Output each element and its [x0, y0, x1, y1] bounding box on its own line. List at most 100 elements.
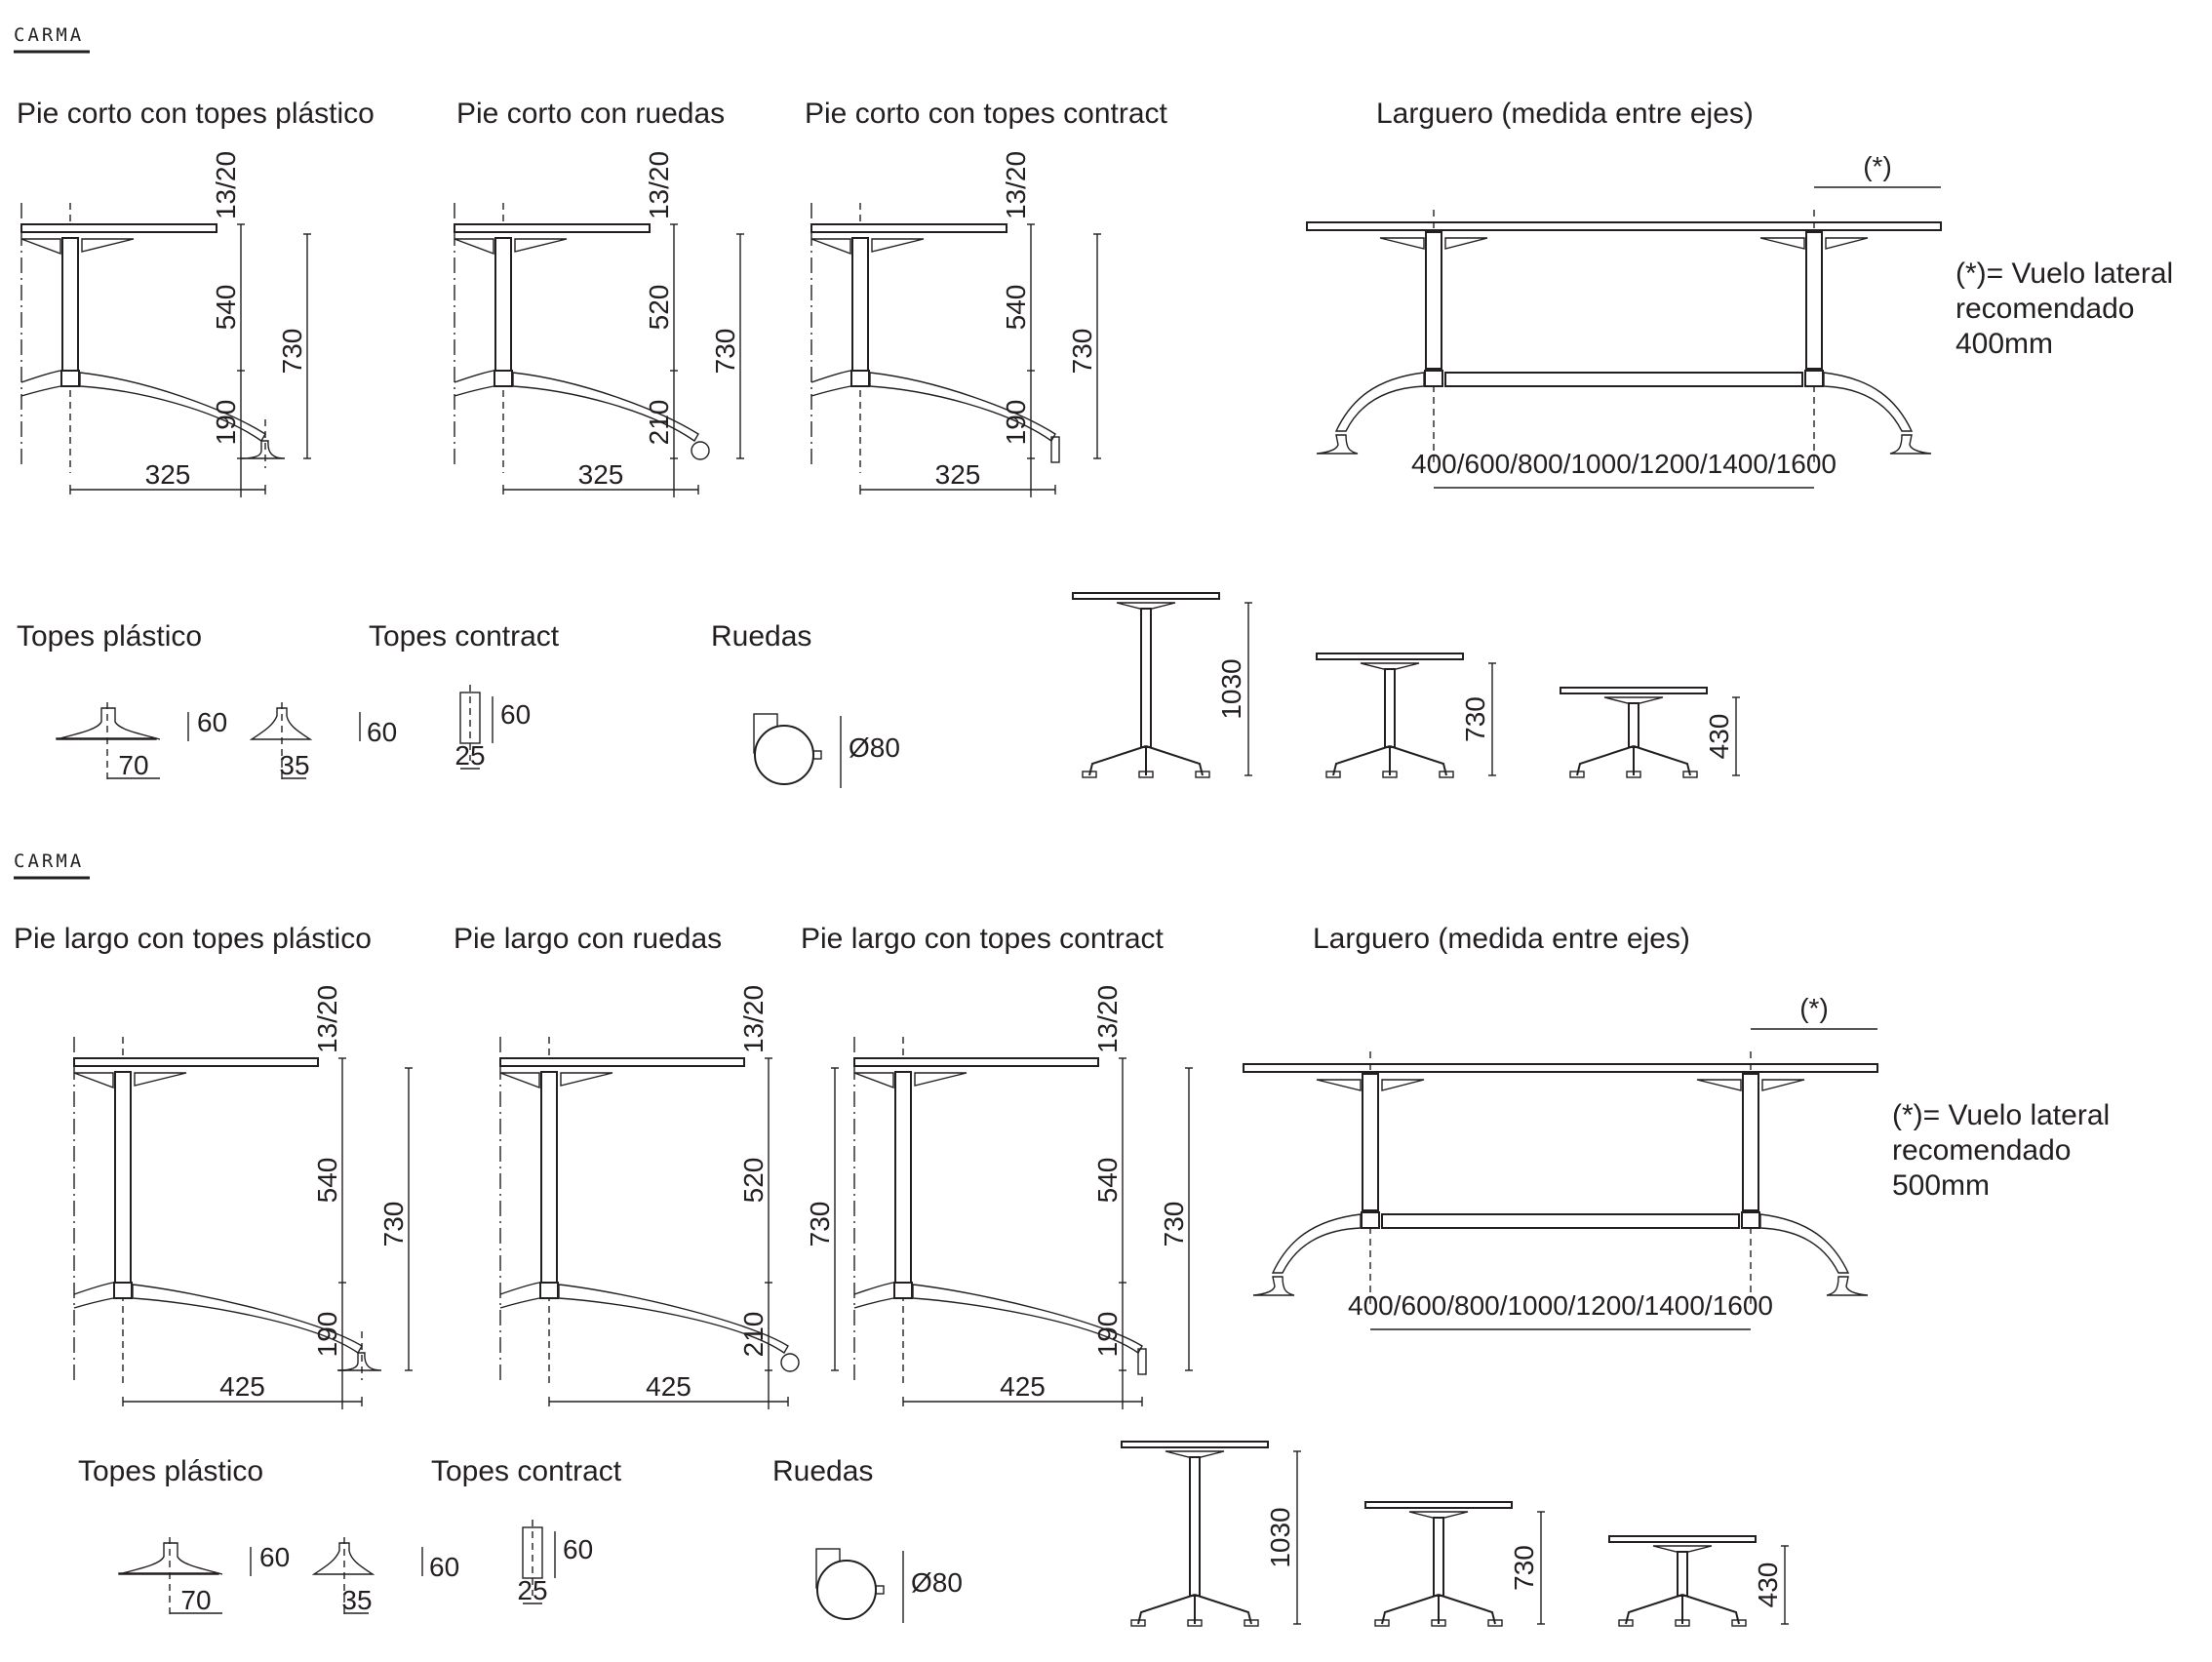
- glide-foot: [1487, 1619, 1503, 1627]
- glide-foot: [1187, 1619, 1203, 1627]
- bracket: [1379, 237, 1425, 250]
- section-long-leg: CARMA Pie largo con topes plástico Pie l…: [14, 851, 2110, 1627]
- plastic-stopper-small: [249, 707, 313, 740]
- column-joint: [539, 1282, 559, 1299]
- view-title: Pie corto con topes contract: [805, 98, 1168, 130]
- part-title: Topes plástico: [78, 1455, 263, 1487]
- column: [1677, 1551, 1688, 1597]
- column: [1742, 1073, 1759, 1211]
- plastic-stopper-large: [56, 707, 161, 740]
- glide-foot: [1569, 771, 1585, 778]
- dimension-label: 400mm: [1955, 328, 2053, 360]
- leg-arm-back: [20, 370, 61, 397]
- dimension-label: 540: [1001, 285, 1031, 331]
- leg-arm: [1823, 372, 1914, 432]
- column: [1189, 1456, 1201, 1597]
- dimension-label: 70: [118, 750, 148, 780]
- dimension-label: 540: [1092, 1158, 1123, 1204]
- dimension-label: 520: [644, 285, 674, 331]
- view-title: Larguero (medida entre ejes): [1376, 98, 1754, 130]
- column: [1805, 231, 1823, 370]
- dimension-label: 425: [219, 1371, 265, 1402]
- dimension-label: 325: [145, 459, 191, 490]
- brand-label: CARMA: [14, 851, 84, 872]
- dimension-label: 60: [563, 1534, 593, 1564]
- dimension-label: (*): [1799, 993, 1829, 1023]
- wheel-icon: [691, 441, 710, 460]
- plastic-foot: [1316, 434, 1359, 455]
- bracket: [560, 1072, 613, 1087]
- dimension-label: 13/20: [1001, 151, 1031, 219]
- dimension-label: 730: [277, 329, 307, 375]
- view-title: Larguero (medida entre ejes): [1313, 923, 1690, 955]
- dimension-label: 1030: [1265, 1507, 1295, 1567]
- glide-foot: [1626, 771, 1641, 778]
- dimension-label: 190: [211, 400, 241, 446]
- dimension-label: 730: [710, 329, 740, 375]
- dimension-label: 400/600/800/1000/1200/1400/1600: [1348, 1290, 1773, 1321]
- tabletop: [853, 1057, 1099, 1067]
- wheel-icon: [816, 1560, 877, 1620]
- view-title: Pie corto con ruedas: [456, 98, 725, 130]
- dimension-label: 730: [1460, 696, 1490, 742]
- column-joint: [494, 370, 513, 387]
- glide-foot: [1382, 771, 1398, 778]
- contract-foot: [1050, 436, 1060, 463]
- column-joint: [893, 1282, 913, 1299]
- part-title: Topes plástico: [17, 620, 202, 653]
- bracket: [1316, 1079, 1362, 1091]
- dimension-label: 430: [1753, 1563, 1783, 1608]
- tabletop: [1608, 1535, 1757, 1543]
- dimension-label: 425: [1000, 1371, 1046, 1402]
- dimension-label: 190: [1092, 1312, 1123, 1358]
- tabletop: [499, 1057, 745, 1067]
- column: [1425, 231, 1442, 370]
- leg-arm: [1271, 1213, 1362, 1274]
- plastic-foot: [1252, 1276, 1295, 1296]
- column-joint: [1424, 370, 1443, 387]
- column: [540, 1071, 558, 1284]
- part-title: Topes contract: [369, 620, 560, 653]
- column-joint: [1361, 1211, 1380, 1229]
- tabletop: [454, 223, 651, 233]
- dimension-label: 730: [1159, 1202, 1189, 1247]
- tabletop: [1364, 1501, 1513, 1509]
- column: [1384, 668, 1396, 748]
- dimension-label: 210: [738, 1312, 769, 1358]
- dimension-label: 25: [454, 740, 485, 771]
- dimension-label: 13/20: [738, 985, 769, 1053]
- contract-foot: [1137, 1348, 1147, 1375]
- plastic-stopper-large: [118, 1542, 223, 1575]
- glide-foot: [1439, 771, 1454, 778]
- dimension-label: 60: [429, 1552, 459, 1582]
- leg-arm-back: [810, 370, 851, 397]
- tabletop: [20, 223, 217, 233]
- view-title: Pie largo con topes contract: [801, 923, 1165, 955]
- glide-foot: [1374, 1619, 1390, 1627]
- leg-arm-back: [853, 1282, 894, 1309]
- dimension-label: 730: [378, 1202, 409, 1247]
- dimension-label: 60: [367, 717, 397, 747]
- wheel-axle: [875, 1585, 885, 1595]
- dimension-label: (*): [1863, 151, 1892, 181]
- dimension-label: 540: [312, 1158, 342, 1204]
- glide-foot: [1675, 1619, 1690, 1627]
- larguero-drawing: (*)400/600/800/1000/1200/1400/1600(*)= V…: [1306, 151, 2173, 489]
- column-joint: [113, 1282, 133, 1299]
- dimension-label: 35: [341, 1585, 372, 1615]
- leg-arm: [512, 372, 699, 443]
- dimension-label: Ø80: [911, 1567, 963, 1598]
- part-title: Ruedas: [711, 620, 811, 653]
- plastic-foot: [1889, 434, 1932, 455]
- dimension-label: 1030: [1216, 658, 1246, 719]
- wheel-icon: [780, 1353, 800, 1372]
- column-joint: [1741, 1211, 1760, 1229]
